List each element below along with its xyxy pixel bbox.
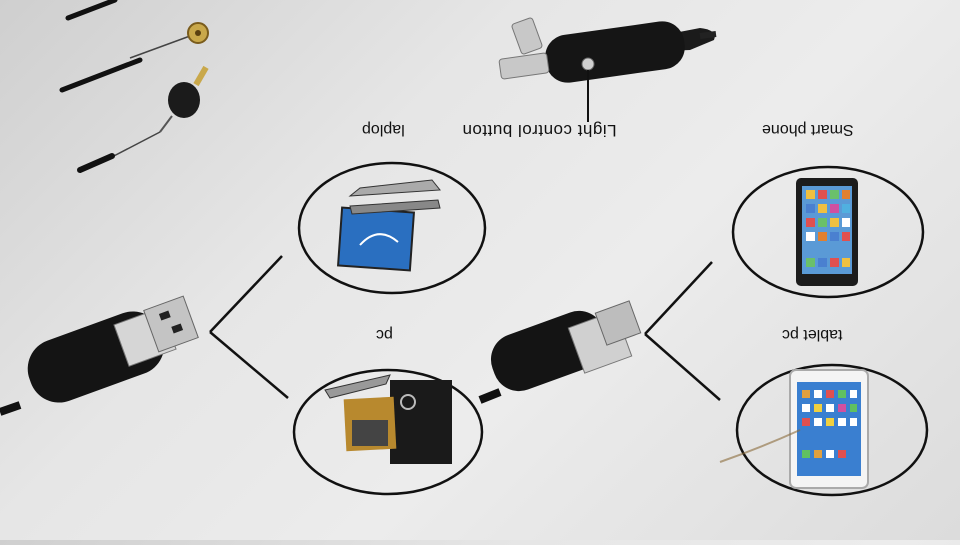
usb-connector-icon <box>143 295 199 353</box>
pc-circle <box>292 368 484 496</box>
smartphone-circle <box>731 165 925 299</box>
smart-phone-label: Smart phone <box>762 121 854 138</box>
laptop-icon <box>336 206 416 272</box>
micro-usb-connector-icon <box>594 300 642 346</box>
tablet-circle <box>719 363 929 497</box>
accessory-tips <box>59 0 209 173</box>
tablet-pc-label: tablet pc <box>782 326 843 343</box>
connector-lines <box>209 255 721 401</box>
otg-endoscope-cable <box>478 300 642 404</box>
light-control-button-icon <box>581 57 595 71</box>
usb-endoscope-cable <box>0 295 199 416</box>
hook-tip-icon <box>77 153 115 173</box>
pc-label: pc <box>376 326 393 343</box>
laptop-circle <box>297 161 487 295</box>
laptop-label: laplop <box>362 121 405 138</box>
side-mirror-icon <box>168 82 200 118</box>
light-control-button-label: Light control button <box>462 121 617 140</box>
endoscope-otg-head <box>498 17 717 122</box>
pc-tower-icon <box>390 380 452 464</box>
